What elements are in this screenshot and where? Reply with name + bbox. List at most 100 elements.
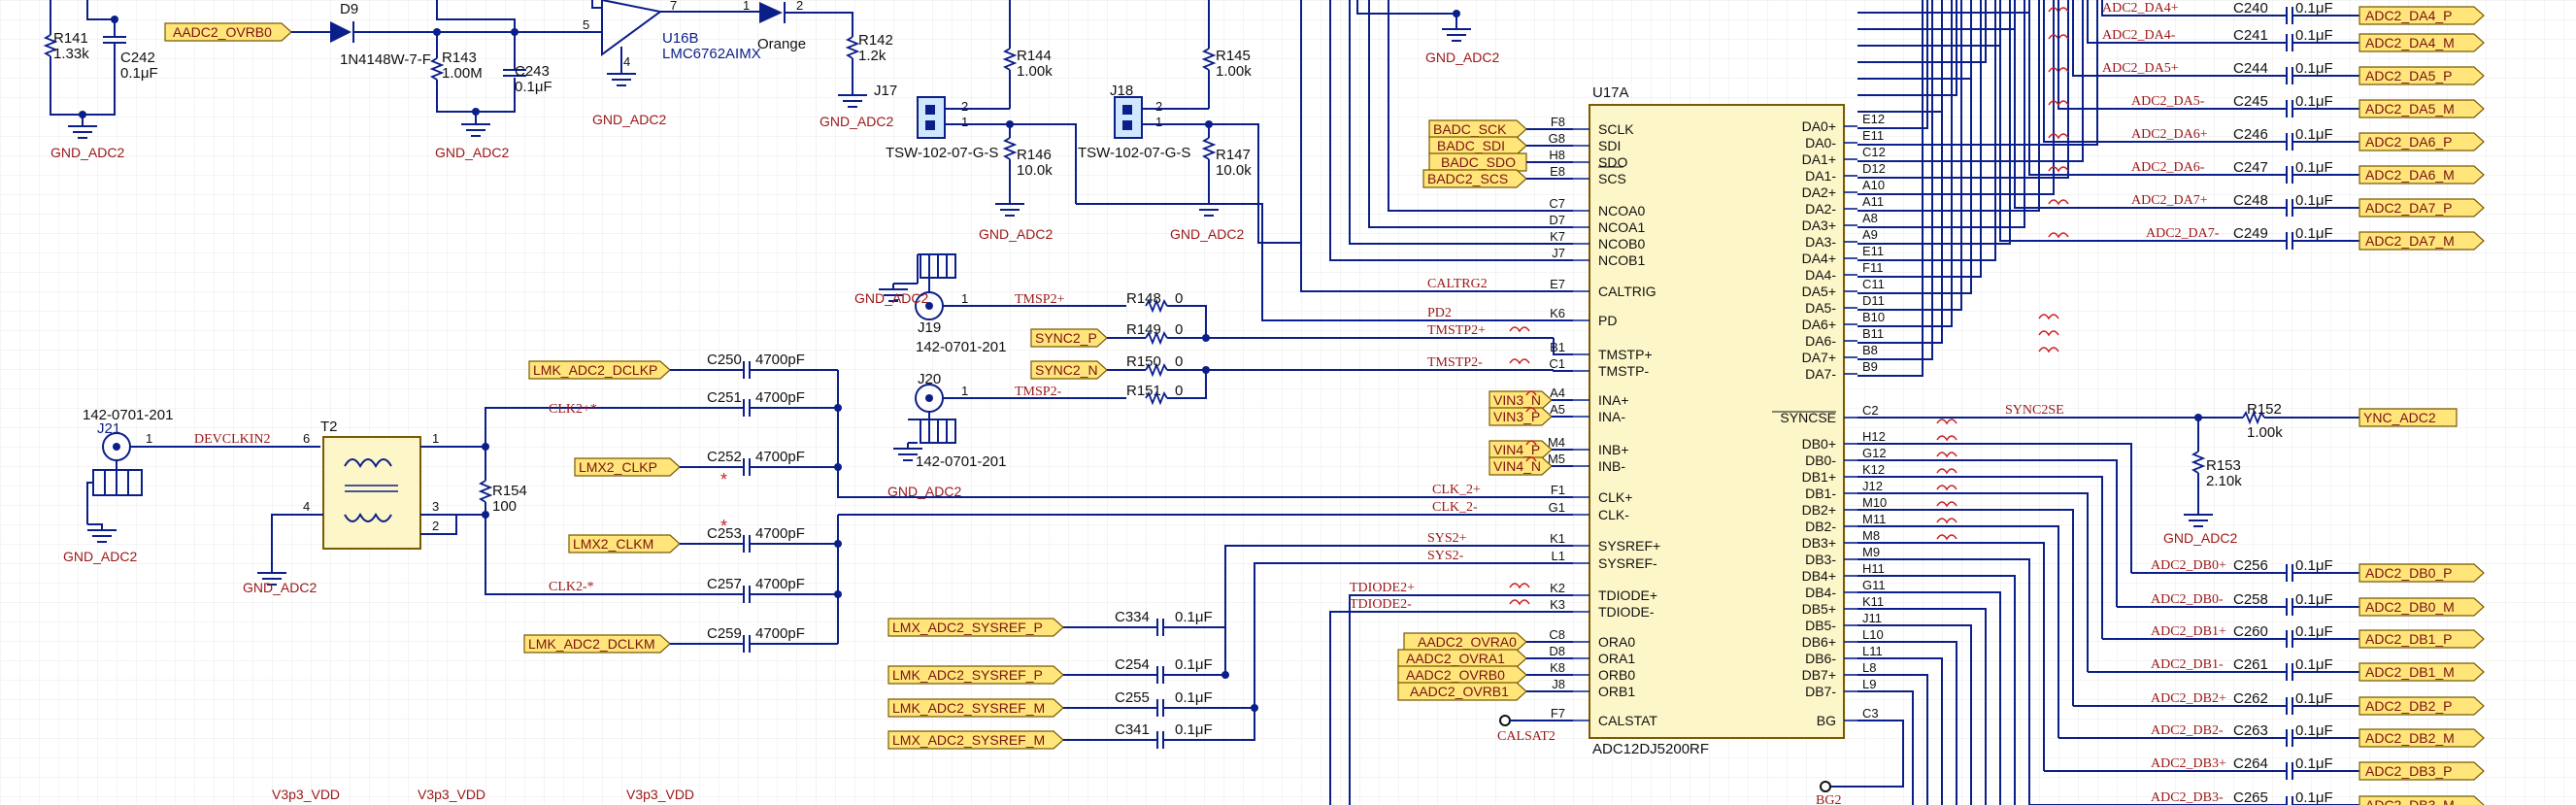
gnd-label: GND_ADC2 [63,549,137,564]
u17a-left-pin-number: K1 [1550,531,1565,546]
tag-lmx-sysref-m-label: LMX_ADC2_SYSREF_M [892,732,1045,748]
u17a-right-pin-name: DA1+ [1802,151,1836,167]
db-port-label: ADC2_DB2_M [2365,730,2455,746]
u17a-right-pin-name: DA2- [1805,201,1836,217]
da-cap-ref: C247 [2233,159,2268,176]
gnd-label: GND_ADC2 [979,226,1053,242]
da-net-name: ADC2_DA6- [2131,160,2205,175]
u17a-left-pin-name: TMSTP- [1598,363,1649,379]
net-tmstp2m: TMSTP2- [1427,355,1483,370]
t2-transformer [322,436,421,550]
u17a-left-pin-name: NCOB1 [1598,252,1645,268]
c254-ref: C254 [1115,656,1150,673]
db-port-tag [2359,696,2485,716]
u17a-right-pin-name: DA7- [1805,366,1836,382]
c250-value: 4700pF [755,352,805,368]
r149-ref: R149 [1126,321,1161,338]
ic-right-nets: GND_ADC2 R153 2.10k R152 1.00k SYNC2SE Y… [1816,0,2458,805]
r144-ref: R144 [1017,48,1052,64]
u16b-pin5: 5 [583,17,589,32]
c259-value: 4700pF [755,625,805,642]
u17a-right-pin-number: L11 [1862,644,1883,658]
u17a-left-pin-number: H8 [1549,148,1565,162]
u17a-left-pin-name: TDIODE+ [1598,587,1657,603]
u17a-left-pin-number: E8 [1550,164,1565,179]
db-cap-ref: C262 [2233,690,2268,707]
u17a-right-pin-number: A9 [1862,227,1878,242]
db-cap-value: 0.1μF [2295,755,2333,772]
j19-ref: J19 [918,319,941,336]
gnd-label: GND_ADC2 [243,580,317,595]
star-c252: * [720,470,727,489]
u17a-right-pin-name: DB6- [1805,651,1836,666]
u17a-left-pin-name: CLK- [1598,507,1629,522]
c242-ref: C242 [120,50,155,66]
u17a-right-pin-name: SYNCSE [1780,410,1836,425]
r151-value: 0 [1175,383,1183,399]
top-left-circuit: R141 1.33k C242 0.1μF GND_ADC2 AADC2_OVR… [43,0,893,160]
u17a-right-pin-name: DA6- [1805,333,1836,349]
tag-lmk-dclkm-label: LMK_ADC2_DCLKM [528,636,655,652]
r145-value: 1.00k [1216,63,1252,80]
da-port-label: ADC2_DA4_M [2365,35,2455,50]
db-port-tag [2359,795,2485,805]
u17a-left-pin-name: SDO [1598,154,1627,170]
db-net-name: ADC2_DB3+ [2151,756,2226,771]
u17a-left-pin-number: K8 [1550,660,1565,675]
c341-value: 0.1μF [1175,721,1213,738]
db-net-name: ADC2_DB0- [2151,592,2224,607]
tag-ovra0-label: AADC2_OVRA0 [1418,634,1517,650]
da-port-tag [2359,198,2485,218]
u17a-right-pin-name: DA0+ [1802,118,1836,134]
tag-badc-sdi [1428,136,1527,155]
u17a-right-pin-name: DB1- [1805,486,1836,501]
u17a-right-pin-name: DB2+ [1802,502,1836,518]
u17a-right-pin-name: DB7- [1805,684,1836,699]
u17a-right-pin-number: E11 [1862,128,1884,143]
u17a-left-pin-name: ORA0 [1598,634,1635,650]
u17a-right-pin-number: G12 [1862,446,1887,460]
d9-diode-symbol [330,21,351,43]
db-port-label: ADC2_DB0_M [2365,599,2455,615]
db-cap-ref: C258 [2233,591,2268,608]
r144-value: 1.00k [1017,63,1053,80]
da-cap-value: 0.1μF [2295,27,2333,44]
da-net-name: ADC2_DA7- [2146,226,2220,241]
u17a-right-pin-number: K12 [1862,462,1885,477]
tag-badc-sck-label: BADC_SCK [1433,121,1507,137]
r143-ref: R143 [442,50,477,66]
r147-value: 10.0k [1216,162,1252,179]
sma-j19-j20: GND_ADC2 J19 142-0701-201 1 TMSP2+ R148 … [854,253,1554,499]
da-net-name: ADC2_DA4+ [2102,1,2179,16]
t2-pin1: 1 [432,431,439,446]
t2-pin3: 3 [432,499,439,514]
db-cap-ref: C263 [2233,722,2268,739]
tag-sync2p-label: SYNC2_P [1035,330,1097,346]
tag-sync2n-label: SYNC2_N [1035,362,1098,378]
clock-input: 142-0701-201 J21 GND_ADC2 1 DEVCLKIN2 T2… [63,352,1554,654]
c251-value: 4700pF [755,389,805,406]
u17a-left-pin-name: TMSTP+ [1598,347,1653,362]
u17a-left-pin-name: ORA1 [1598,651,1635,666]
u17a-right-pin-name: DA3+ [1802,218,1836,233]
tag-sync2n [1030,360,1108,380]
da-port-tag [2359,66,2485,85]
net-clk2m: CLK2-* [549,580,594,594]
db-port-label: ADC2_DB1_P [2365,631,2453,647]
t2-pin6: 6 [303,431,310,446]
net-sys2m: SYS2- [1427,549,1464,563]
tag-ovrb0-top-label: AADC2_OVRB0 [173,24,272,40]
db-cap-value: 0.1μF [2295,722,2333,739]
u17a-right-pin-name: DB2- [1805,519,1836,534]
db-cap-value: 0.1μF [2295,656,2333,673]
j21-value: 142-0701-201 [83,407,173,423]
u17a-right-pin-name: DB3- [1805,552,1836,567]
net-pd2: PD2 [1427,306,1452,320]
r148-value: 0 [1175,290,1183,307]
tag-lmx2-clkm [568,534,681,553]
da-port-label: ADC2_DA4_P [2365,8,2453,23]
db-cap-value: 0.1μF [2295,623,2333,640]
gnd-label: GND_ADC2 [50,145,124,160]
u17a-right-pin-number: H12 [1862,429,1886,444]
